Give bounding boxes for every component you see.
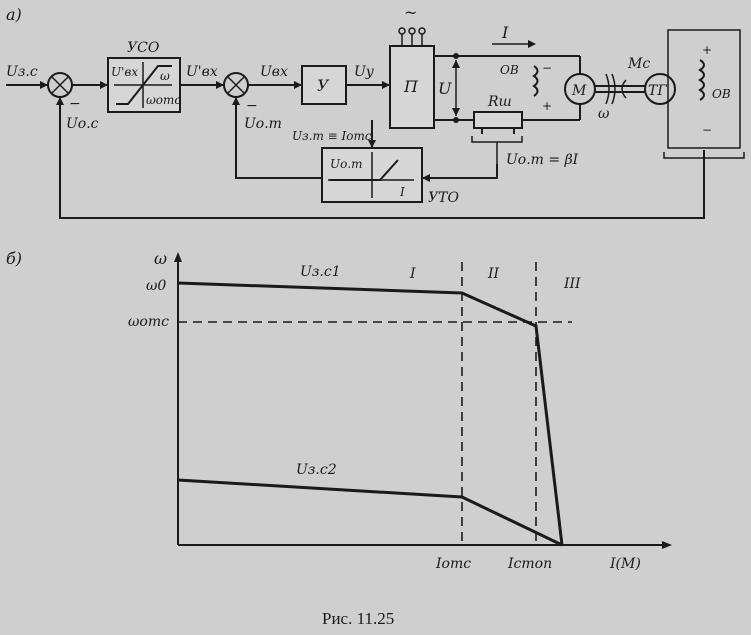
y-axis-label: ω (154, 249, 167, 268)
u-zt-label: Uз.т ≡ Iотс (292, 129, 372, 143)
tachogenerator-housing (667, 29, 741, 149)
tg-field-coil (698, 59, 705, 101)
shunt-resistor (473, 111, 523, 129)
i-otc-label: Iотс (435, 556, 471, 572)
shunt-feedback-wire (422, 164, 498, 179)
motor-symbol (564, 73, 596, 105)
amplifier-label: У (317, 76, 330, 95)
x-axis-label: I(M) (609, 556, 641, 572)
uso-input-label: U'вх (111, 65, 138, 79)
u-in-label: Uвх (260, 64, 288, 80)
motor-field-minus: − (542, 61, 552, 75)
tg-output-bracket (663, 152, 745, 159)
region-3-label: III (563, 276, 581, 292)
region-2-label: II (487, 266, 500, 282)
omega0-label: ω0 (146, 278, 166, 294)
ac-supply-terminals (398, 27, 426, 46)
motor-label: М (571, 83, 587, 99)
minus-sign-1: − (69, 96, 81, 112)
uto-output-label: I (399, 185, 405, 199)
characteristic-curve-2 (177, 478, 563, 547)
motor-field-coil (532, 65, 539, 97)
tachogenerator-label: ТГ (648, 83, 667, 99)
summing-junction-2 (223, 72, 249, 98)
u-y-label: Uу (354, 64, 375, 80)
tachogenerator-symbol (644, 73, 676, 105)
torque-arrow (621, 79, 627, 99)
uso-title: УСО (127, 40, 160, 56)
tg-field-label: ОВ (712, 87, 731, 101)
u-ot-beta-label: Uо.т = βI (506, 152, 579, 168)
input-arrow (40, 81, 48, 89)
converter-block (389, 45, 435, 129)
characteristic-curve-1 (177, 281, 564, 546)
speed-feedback-wire (59, 97, 705, 219)
converter-label: П (403, 77, 419, 96)
shunt-bracket (471, 136, 523, 143)
u-os-label: Uо.с (66, 116, 99, 132)
ac-tilde: ~ (404, 3, 417, 22)
u-ot-label: Uо.т (244, 116, 282, 132)
voltage-label: U (438, 79, 452, 98)
uto-input-label: Uо.т (330, 157, 363, 171)
u-zs-label: Uз.с (6, 64, 38, 80)
uto-cutoff-graph (328, 152, 414, 198)
panel-a-label: а) (6, 5, 22, 24)
tg-field-minus: − (702, 123, 712, 137)
current-label: I (501, 23, 509, 42)
region-1-label: I (409, 266, 416, 282)
current-feedback-wire (235, 97, 322, 179)
figure-caption: Рис. 11.25 (322, 609, 394, 628)
omega-otc-label: ωотс (128, 314, 169, 330)
mc-label: Mс (627, 56, 650, 72)
u-in-prime-label: U'вх (186, 64, 218, 80)
curve-2-label: Uз.с2 (296, 462, 337, 478)
summing-junction-1 (47, 72, 73, 98)
uso-saturation-graph (114, 62, 172, 108)
uto-title: УТО (428, 190, 459, 206)
i-stop-label: Iстоп (507, 556, 552, 572)
motor-field-label: ОВ (500, 63, 519, 77)
omega-label: ω (598, 106, 610, 122)
panel-b-label: б) (6, 249, 22, 268)
minus-sign-2: − (246, 98, 258, 114)
curve-1-label: Uз.с1 (300, 264, 341, 280)
tg-field-plus: + (702, 43, 712, 57)
uso-omega-label: ω (160, 69, 170, 83)
motor-field-plus: + (542, 99, 552, 113)
shunt-label: Rш (487, 94, 512, 110)
uso-omega-otc-label: ωотс (146, 93, 181, 107)
